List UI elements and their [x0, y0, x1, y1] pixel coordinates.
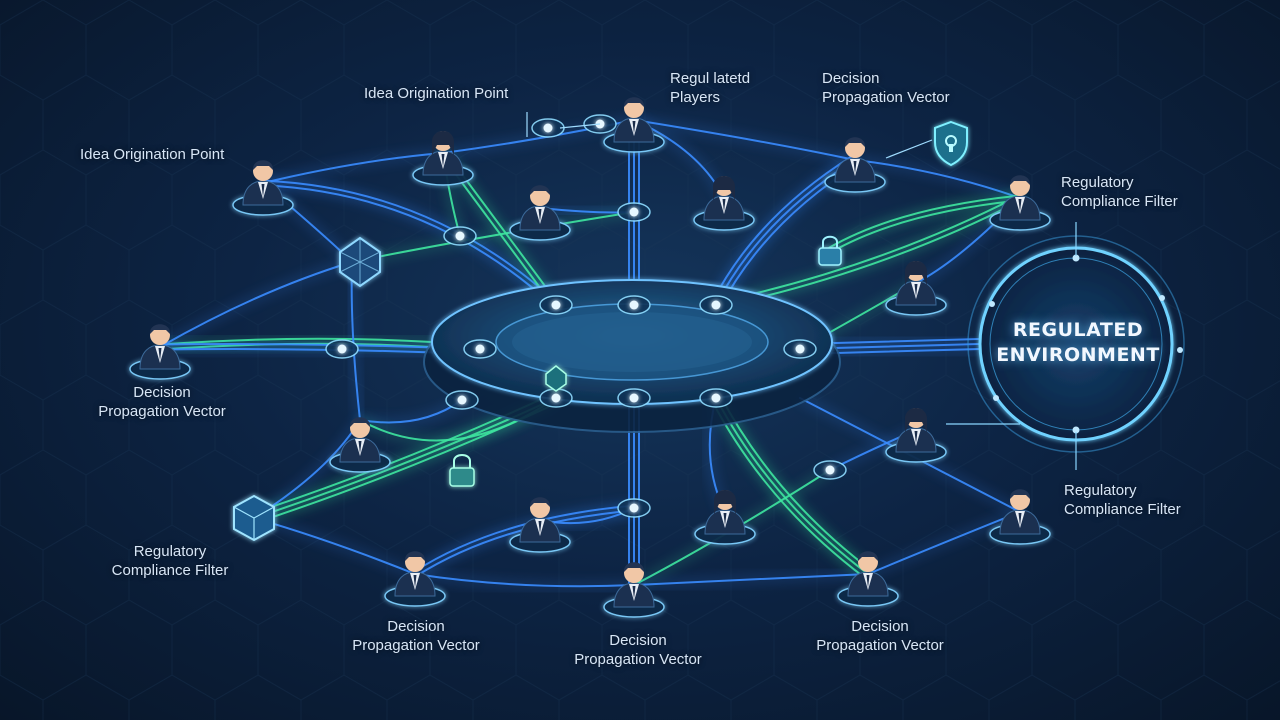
connection-link [262, 179, 558, 304]
junction-point [617, 498, 651, 518]
label-idea-origination-left: Idea Origination Point [80, 146, 225, 163]
label-regulatory-compliance-right-top: Regulatory Compliance Filter [1061, 174, 1178, 210]
junction-point [539, 388, 573, 408]
regulated-environment-ring [946, 222, 1185, 470]
label-decision-propagation-top: Decision Propagation Vector [822, 70, 950, 106]
padlock-icon [818, 235, 842, 266]
junction-point [539, 295, 573, 315]
label-decision-propagation-bottom-right: Decision Propagation Vector [816, 618, 944, 654]
junction-point [443, 226, 477, 246]
central-platform [423, 279, 841, 433]
person-avatar-icon [885, 408, 947, 463]
junction-points [325, 114, 847, 518]
connection-link [633, 119, 856, 161]
players-connector [559, 123, 601, 129]
person-avatar-icon [885, 261, 947, 316]
person-nodes [129, 97, 1051, 618]
person-avatar-icon [509, 497, 571, 553]
crystal-gem-icon [545, 365, 567, 392]
junction-point [813, 460, 847, 480]
person-avatar-icon [694, 490, 756, 545]
person-avatar-icon [232, 160, 294, 216]
regulated-environment-title: REGULATED ENVIRONMENT [996, 319, 1160, 366]
connection-link [413, 504, 635, 573]
person-avatar-icon [384, 551, 446, 607]
label-idea-origination-top: Idea Origination Point [364, 85, 509, 102]
connection-link [262, 152, 444, 184]
connection-link [414, 509, 636, 578]
label-decision-propagation-bottom-left: Decision Propagation Vector [352, 618, 480, 654]
connection-link [633, 573, 869, 586]
connection-link [828, 194, 1021, 249]
connection-link [711, 400, 866, 579]
junction-point [783, 339, 817, 359]
connection-link [159, 261, 353, 348]
person-avatar-icon [603, 562, 665, 618]
shield-connector-line [885, 139, 933, 159]
person-avatar-icon [509, 185, 571, 241]
person-avatar-icon [603, 97, 665, 153]
connection-link [711, 155, 853, 303]
connection-link [829, 199, 1022, 254]
junction-point [617, 295, 651, 315]
junction-point [617, 202, 651, 222]
person-avatar-icon [693, 176, 755, 231]
label-regulated-players: Regul latetd Players [670, 70, 751, 106]
junction-point [531, 118, 565, 138]
connection-link [261, 184, 557, 309]
junction-point [445, 390, 479, 410]
connection-link [854, 159, 1021, 199]
crystal-gem-icon [339, 236, 381, 288]
person-avatar-icon [837, 551, 899, 607]
person-avatar-icon [412, 131, 474, 186]
label-decision-propagation-left: Decision Propagation Vector [98, 384, 226, 420]
person-avatar-icon [989, 489, 1051, 545]
shield-lock-icon [934, 120, 968, 167]
padlock-icon [449, 454, 475, 487]
person-avatar-icon [989, 175, 1051, 231]
label-regulatory-compliance-left: Regulatory Compliance Filter [111, 543, 229, 579]
junction-point [463, 339, 497, 359]
junction-point [617, 388, 651, 408]
junction-point [325, 339, 359, 359]
person-avatar-icon [824, 137, 886, 193]
cube-icon [233, 494, 275, 542]
connection-link [414, 573, 635, 588]
person-avatar-icon [329, 417, 391, 473]
person-avatar-icon [129, 324, 191, 380]
junction-point [699, 295, 733, 315]
label-regulatory-compliance-right-bottom: Regulatory Compliance Filter [1064, 482, 1181, 518]
junction-point [699, 388, 733, 408]
label-decision-propagation-bottom-center: Decision Propagation Vector [574, 632, 702, 668]
